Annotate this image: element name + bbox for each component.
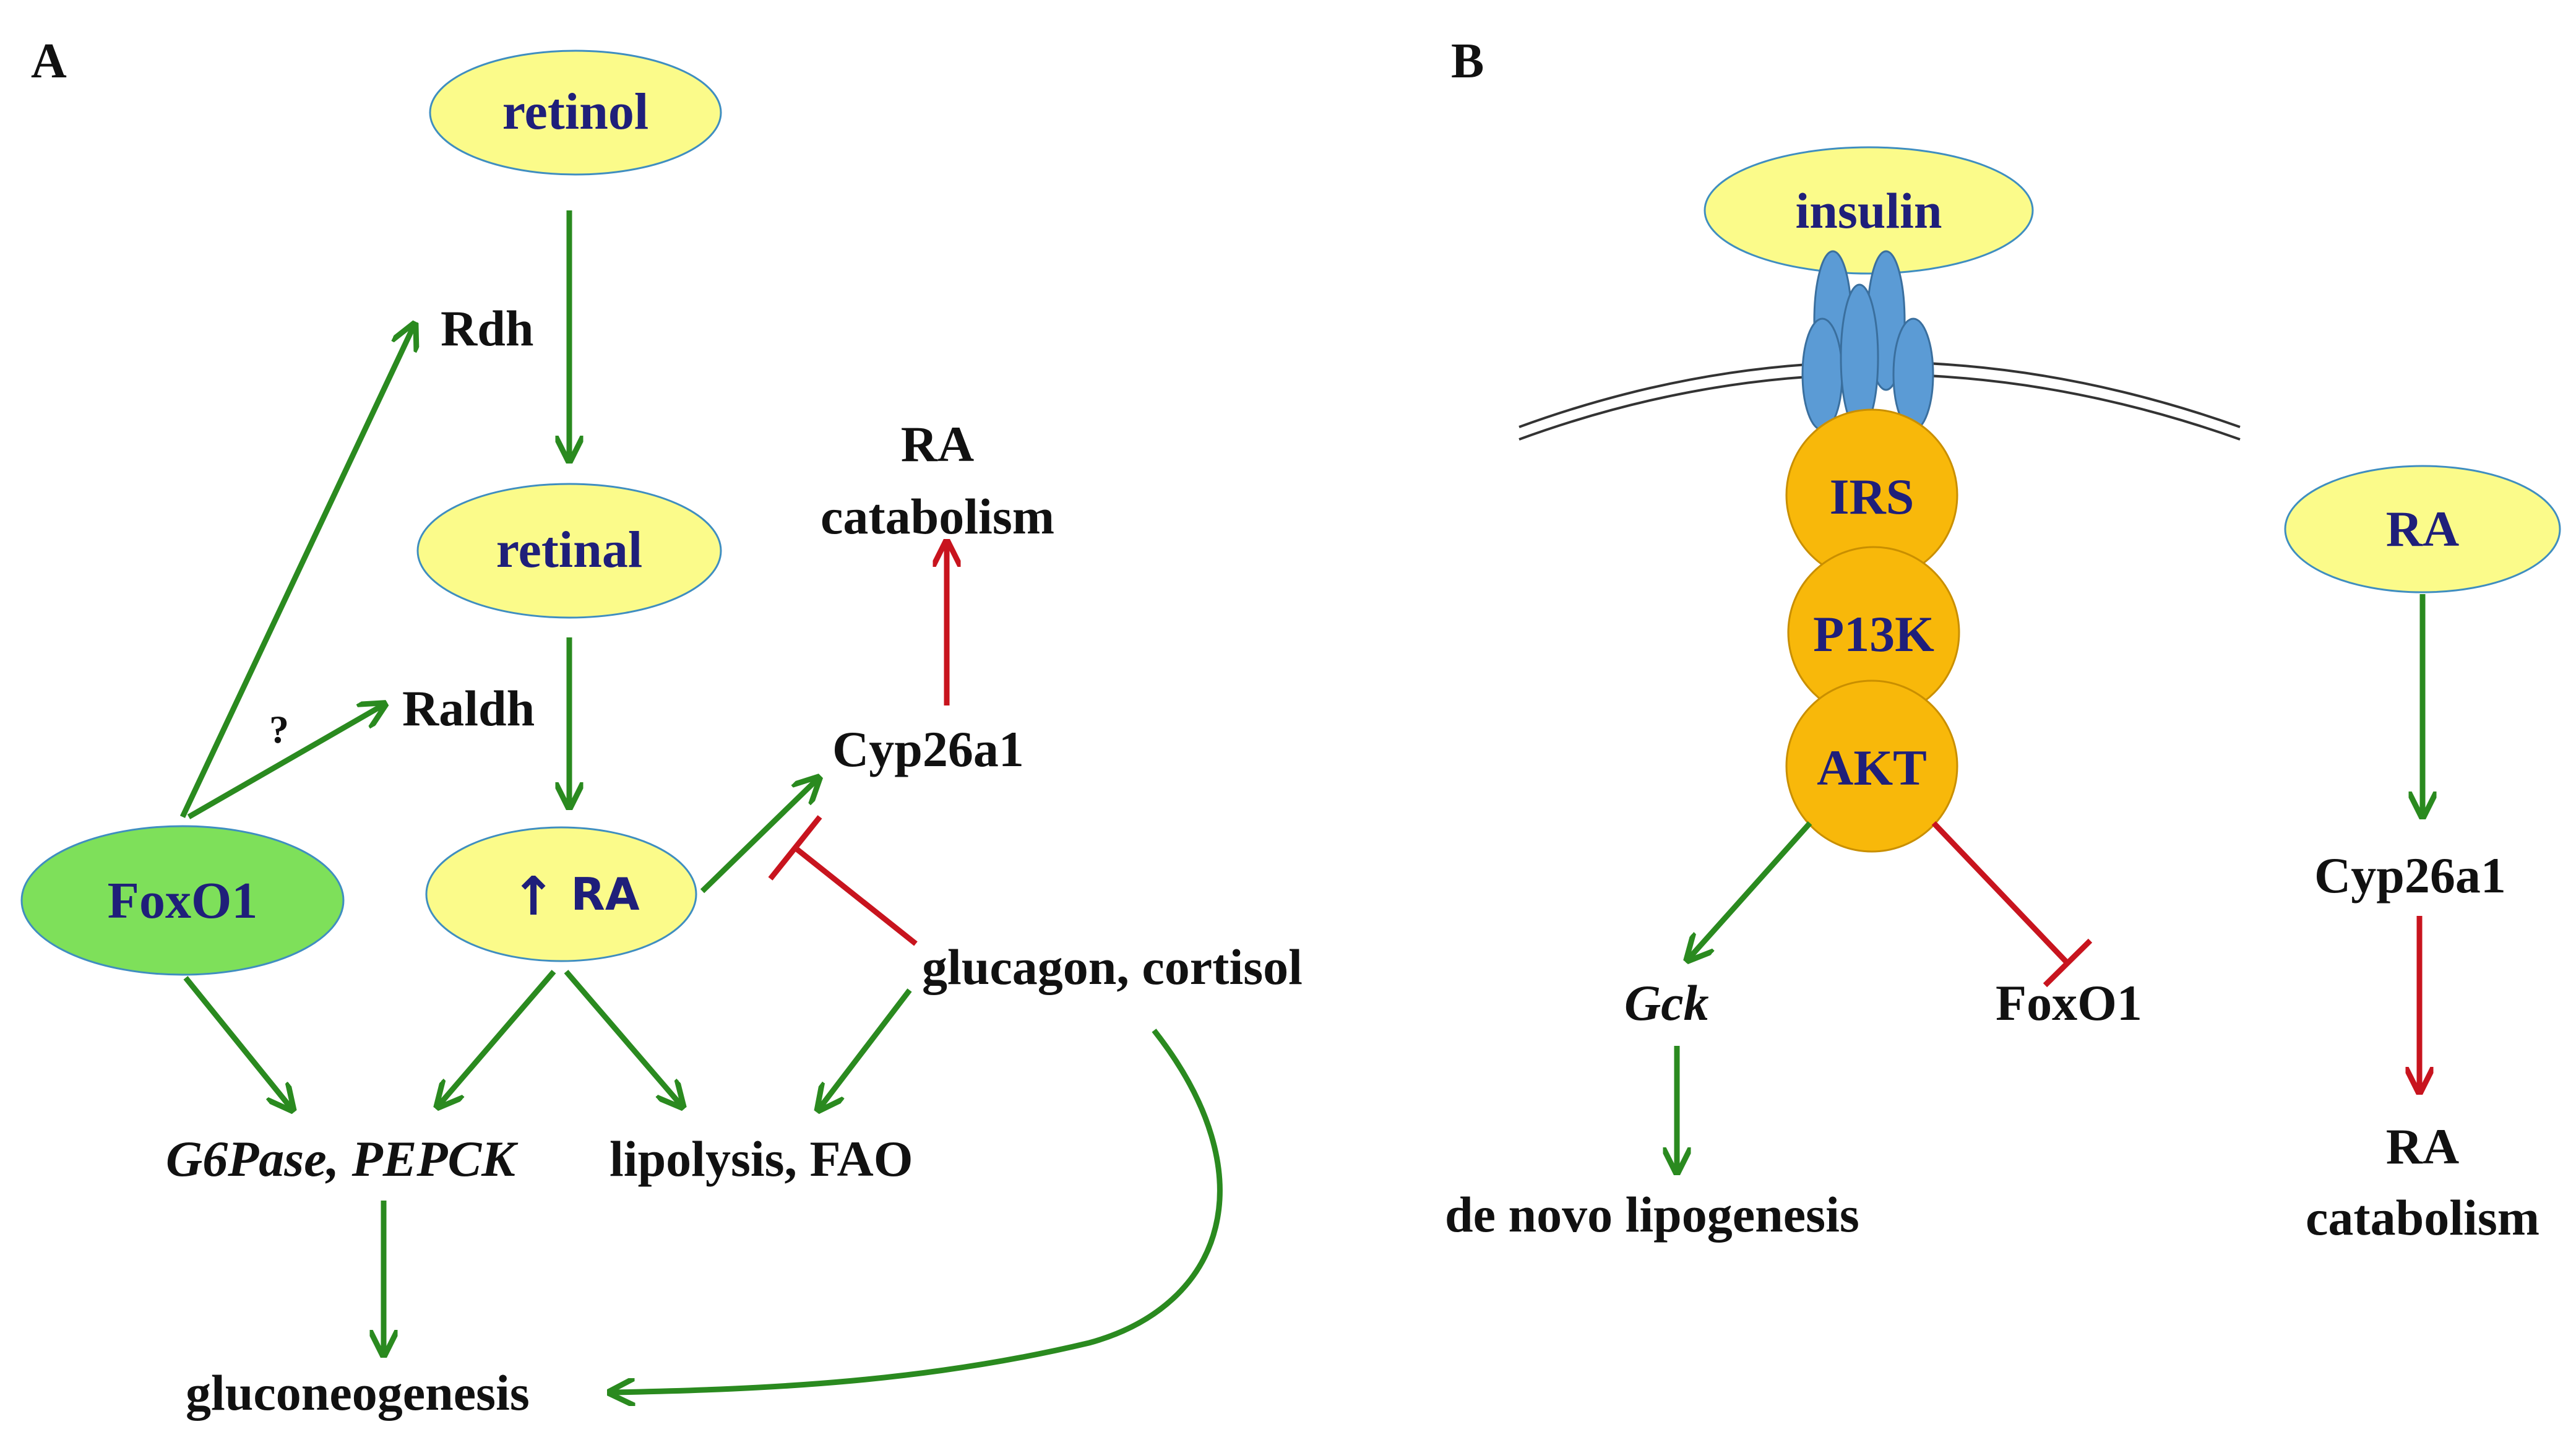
arrow-foxo1-to-g6pase [183,976,291,1108]
inhibition-glucagon-to-cyp26a1 [768,815,918,946]
irs-node: IRS [1785,408,1958,582]
arrow-glucagon-to-gluconeogenesis [613,1029,1223,1392]
arrow-ra-to-g6pase [439,970,556,1105]
akt-label: AKT [1817,740,1927,796]
gck-label: Gck [1624,975,1709,1031]
ra-catabolism-b-line2: catabolism [2306,1189,2539,1246]
panel-a: A retinol retinal ↑ RA FoxO1 Rdh Raldh ?… [20,34,1303,1421]
up-arrow-icon: ↑ [511,866,556,928]
ra-node: ↑ RA [425,826,697,962]
raldh-label: Raldh [402,680,535,736]
gluconeogenesis-label: gluconeogenesis [186,1365,530,1421]
insulin-label: insulin [1795,183,1942,239]
ra-label-b: RA [2386,501,2459,557]
arrow-foxo1-to-raldh [187,705,382,819]
ra-label: RA [571,868,639,920]
lipolysis-fao-label: lipolysis, FAO [610,1131,913,1187]
question-mark: ? [269,707,289,751]
g6pase-pepck-label: G6Pase, PEPCK [166,1131,519,1187]
cyp26a1-label-a: Cyp26a1 [832,721,1024,777]
foxo1-node: FoxO1 [20,825,345,976]
panel-b: B insulin IRS P13K A [1445,34,2561,1246]
ra-catabolism-b-line1: RA [2386,1118,2459,1175]
arrow-ra-to-cyp26a1 [700,780,817,894]
cyp26a1-label-b: Cyp26a1 [2314,847,2506,904]
arrow-glucagon-to-lipolysis [820,988,912,1108]
retinal-node: retinal [416,483,722,619]
arrow-foxo1-to-rdh [179,327,413,818]
retinol-label: retinol [502,83,648,140]
ra-catabolism-a-line1: RA [901,416,974,472]
de-novo-lipogenesis-label: de novo lipogenesis [1445,1186,1859,1243]
foxo1-label: FoxO1 [108,872,258,930]
akt-node: AKT [1785,679,1958,853]
ra-catabolism-a-line2: catabolism [821,488,1054,545]
foxo1-label-b: FoxO1 [1996,975,2142,1031]
rdh-label: Rdh [441,300,533,356]
inhibition-akt-to-foxo1 [1931,821,2093,988]
irs-label: IRS [1830,468,1915,525]
panel-a-letter: A [31,34,67,88]
insulin-receptor-icon [1801,250,1934,432]
insulin-node: insulin [1704,146,2034,275]
ra-node-b: RA [2284,465,2561,593]
panel-b-letter: B [1451,34,1484,88]
arrow-ra-to-lipolysis [564,970,681,1105]
p13k-label: P13K [1813,606,1934,662]
arrow-akt-to-gck [1689,821,1812,958]
glucagon-cortisol-label: glucagon, cortisol [922,939,1303,995]
retinol-node: retinol [429,50,722,176]
retinal-label: retinal [496,521,642,579]
p13k-node: P13K [1787,546,1960,719]
